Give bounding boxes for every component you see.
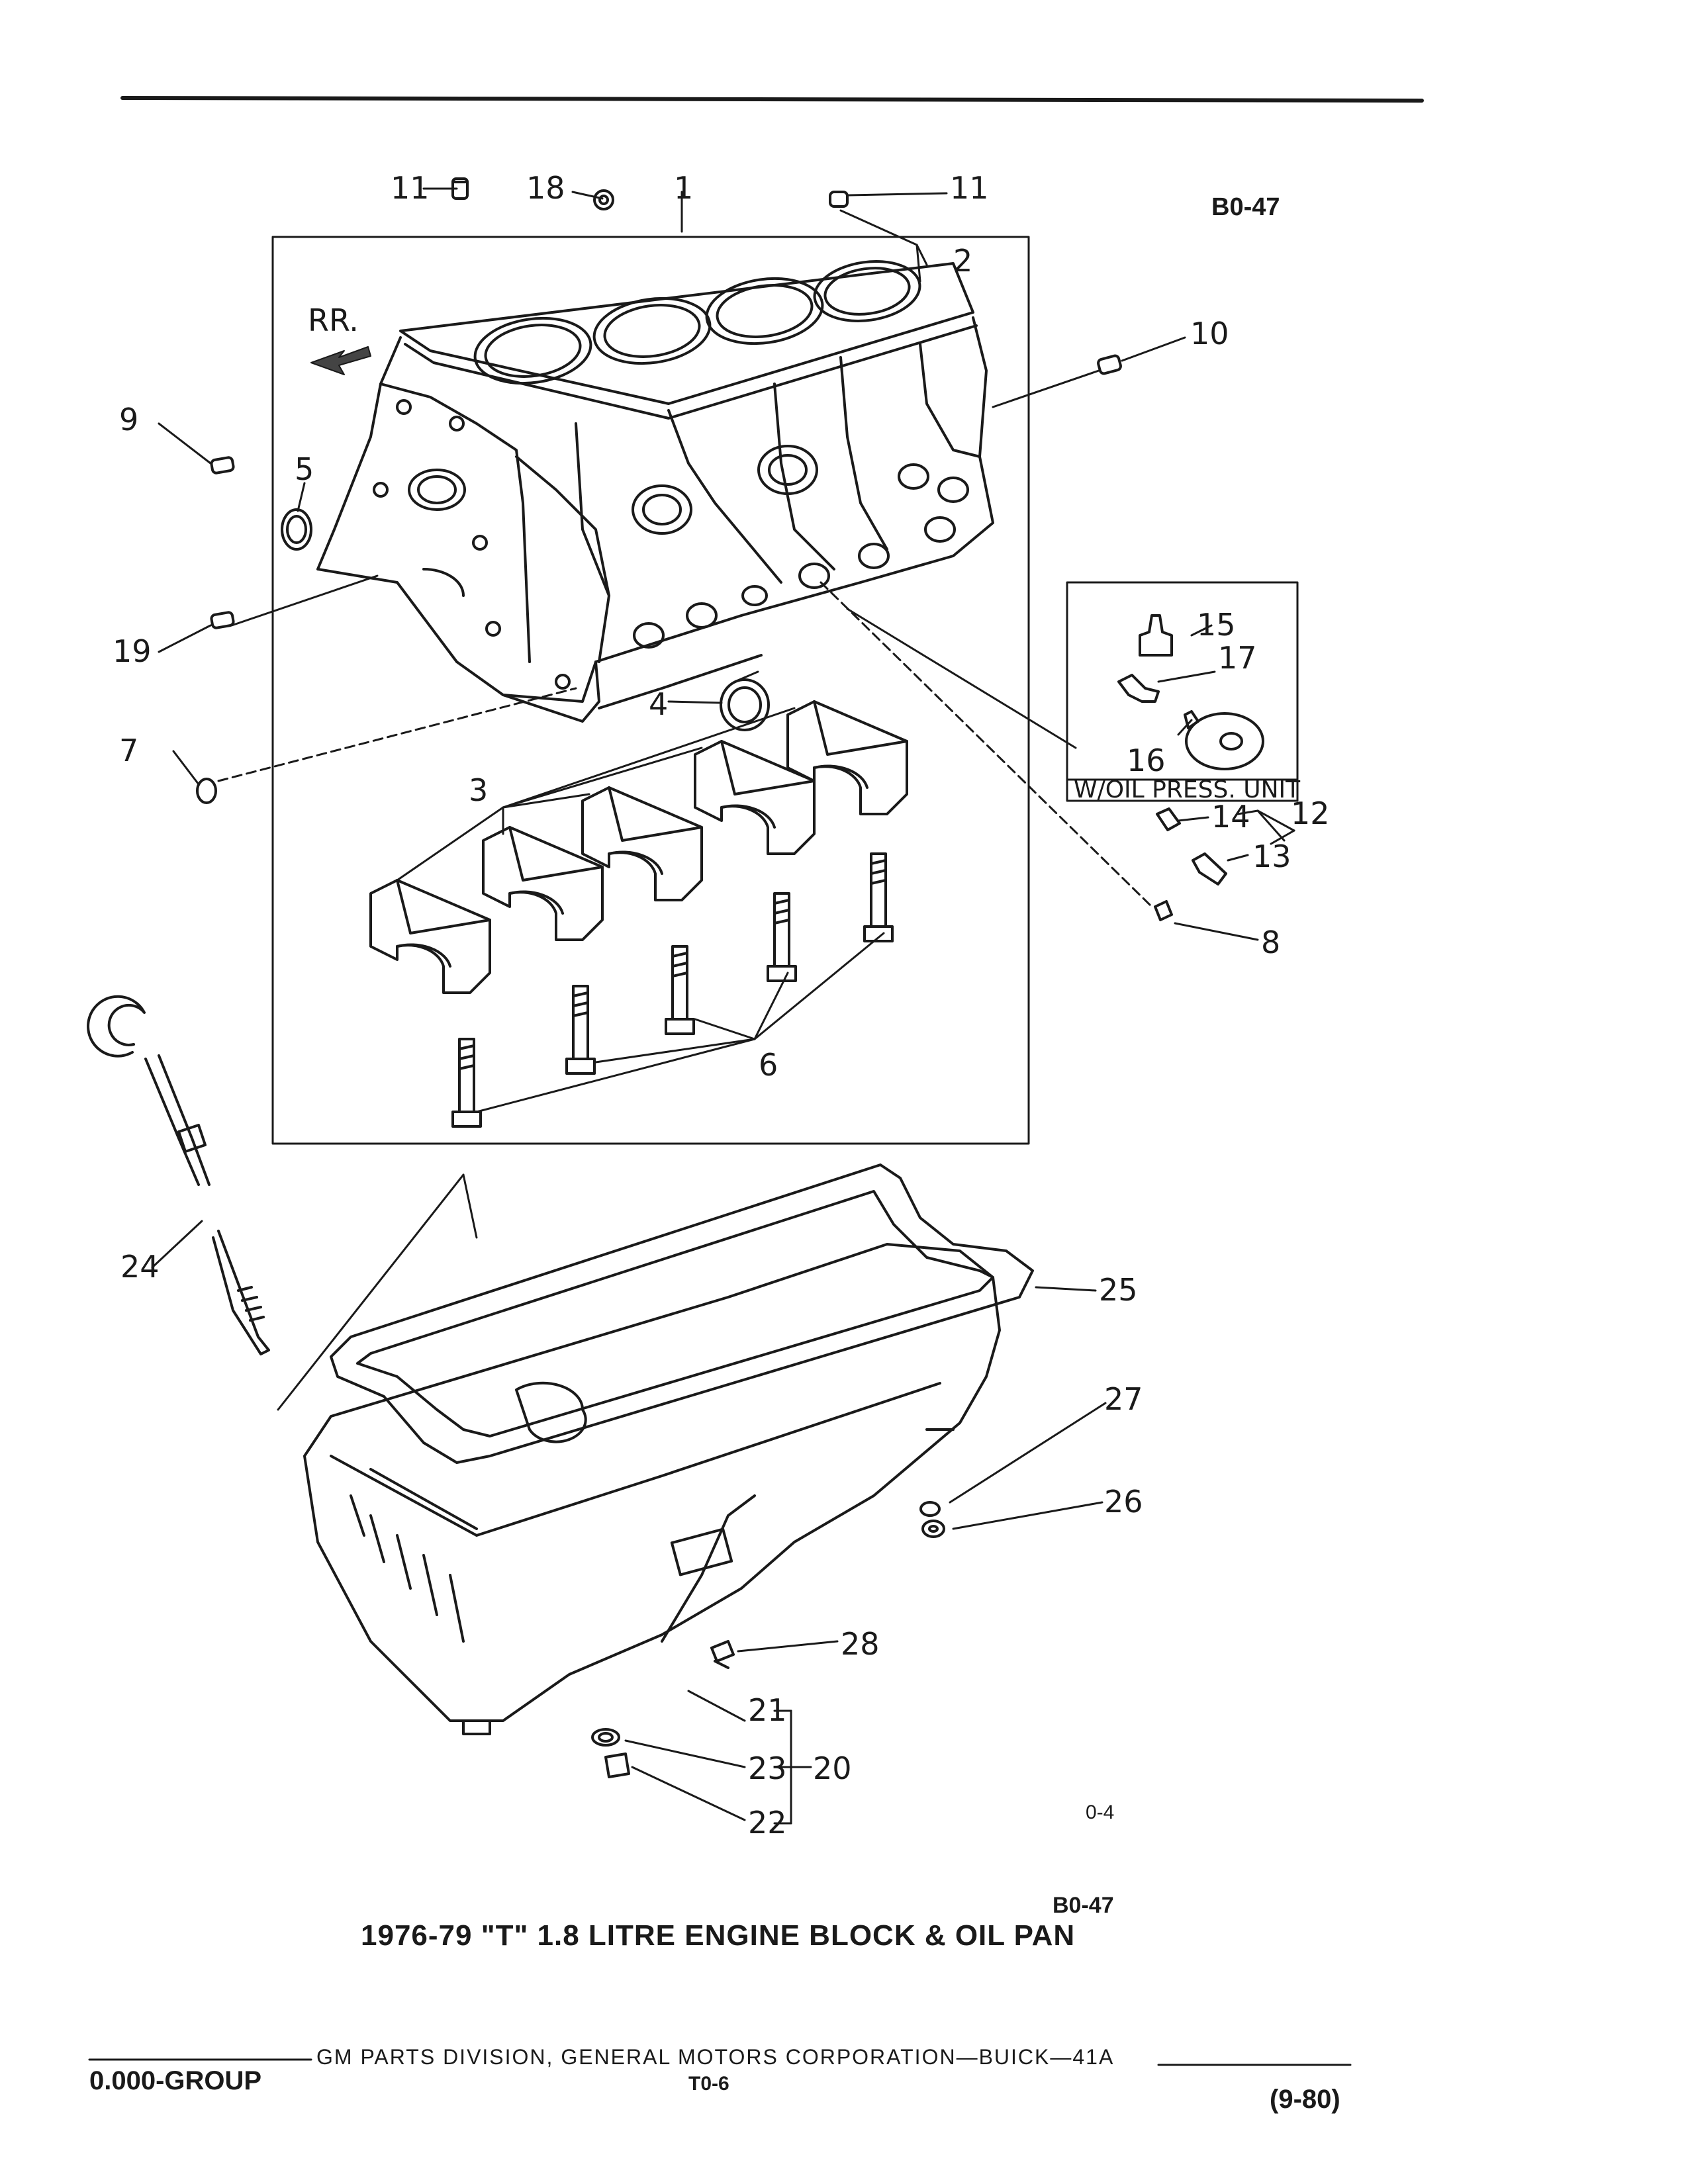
bearing-caps xyxy=(369,700,908,994)
figure-ref: 0-4 xyxy=(1086,1801,1115,1823)
callout-2: 2 xyxy=(953,243,972,279)
callout-13: 13 xyxy=(1252,839,1291,874)
page-title: 1976-79 "T" 1.8 LITRE ENGINE BLOCK & OIL… xyxy=(361,1919,1076,1952)
catalog-code-top: B0-47 xyxy=(1211,193,1280,221)
oil-press-inset xyxy=(1066,581,1299,802)
callout-22: 22 xyxy=(748,1805,787,1841)
callout-7: 7 xyxy=(119,733,138,768)
footer-group: 0.000-GROUP xyxy=(89,2066,262,2095)
callout-1: 1 xyxy=(674,170,693,206)
callout-25: 25 xyxy=(1099,1272,1138,1308)
callout-18: 18 xyxy=(526,170,565,206)
callout-23: 23 xyxy=(748,1751,787,1786)
footer-date: (9-80) xyxy=(1270,2085,1340,2114)
oil-pan xyxy=(303,1243,1001,1735)
leader-lines xyxy=(151,187,1295,1825)
callout-10: 10 xyxy=(1190,316,1229,351)
callout-28: 28 xyxy=(841,1626,880,1662)
footer-page: T0-6 xyxy=(688,2073,729,2095)
callout-labels: 1 2 3 4 5 6 7 8 9 10 11 11 12 13 14 15 1… xyxy=(113,170,1330,1841)
callout-11b: 11 xyxy=(950,170,989,206)
callout-20: 20 xyxy=(813,1751,852,1786)
callout-3: 3 xyxy=(469,772,488,808)
rear-arrow-icon xyxy=(310,346,371,375)
callout-5: 5 xyxy=(295,451,314,487)
callout-8: 8 xyxy=(1261,925,1280,960)
callout-11a: 11 xyxy=(391,170,430,206)
inset-caption: W/OIL PRESS. UNIT xyxy=(1074,776,1301,803)
callout-21: 21 xyxy=(748,1692,787,1728)
callout-16: 16 xyxy=(1127,743,1166,778)
callout-17: 17 xyxy=(1218,640,1257,676)
callout-24: 24 xyxy=(120,1249,160,1285)
engine-block xyxy=(316,260,994,723)
callout-14: 14 xyxy=(1211,799,1250,835)
footer-division: GM PARTS DIVISION, GENERAL MOTORS CORPOR… xyxy=(316,2045,1115,2069)
callout-9: 9 xyxy=(119,402,138,437)
pan-small-parts xyxy=(591,1501,945,1778)
dipstick xyxy=(87,995,270,1355)
top-rule xyxy=(120,96,1424,103)
callout-6: 6 xyxy=(759,1047,778,1083)
callout-19: 19 xyxy=(113,633,152,669)
callout-15: 15 xyxy=(1197,607,1236,643)
catalog-code-bottom: B0-47 xyxy=(1053,1893,1114,1918)
block-small-parts xyxy=(196,177,1173,921)
oil-press-parts xyxy=(1117,614,1264,886)
callout-12: 12 xyxy=(1291,796,1330,831)
cap-bolts xyxy=(451,852,894,1128)
block-frame xyxy=(271,236,1030,1145)
callout-4: 4 xyxy=(649,686,668,722)
callout-27: 27 xyxy=(1104,1381,1143,1417)
direction-label: RR. xyxy=(308,302,359,338)
callout-26: 26 xyxy=(1104,1484,1143,1520)
